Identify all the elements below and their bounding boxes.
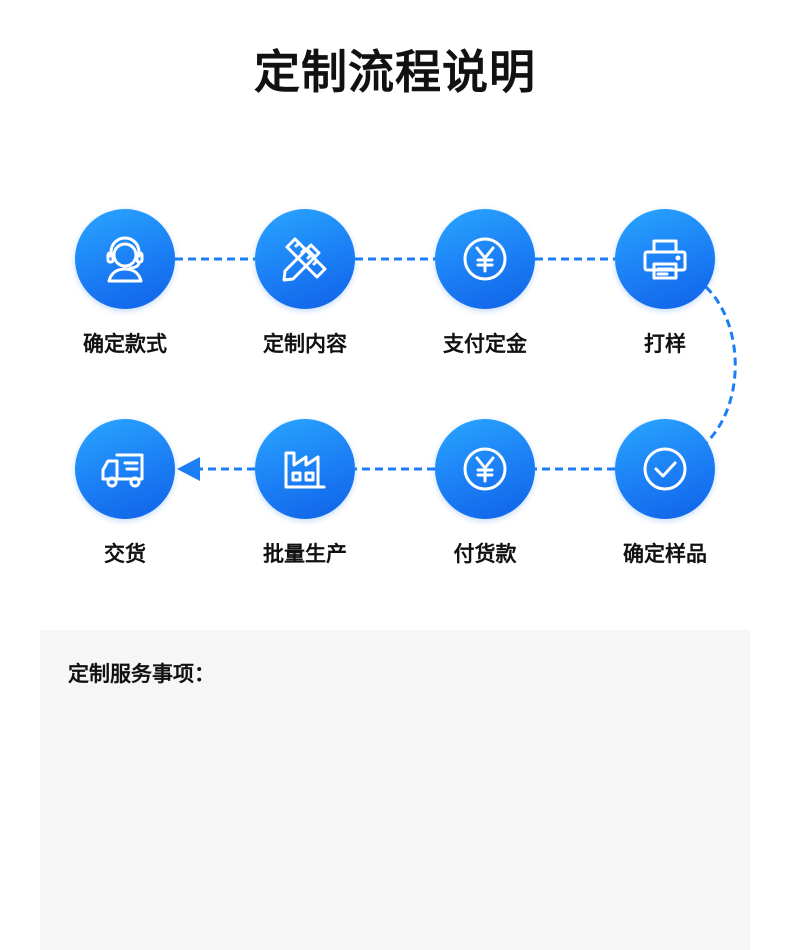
printer-icon (643, 239, 687, 280)
flow-connectors (175, 257, 737, 481)
step-circle (435, 419, 535, 519)
step-label: 交货 (104, 542, 146, 566)
step-label: 批量生产 (263, 542, 347, 566)
step-pay-deposit: 支付定金 (410, 209, 560, 389)
yen-coin-icon (463, 237, 507, 281)
checkmark-circle-icon (643, 447, 687, 491)
step-label: 打样 (644, 332, 686, 356)
step-circle (255, 209, 355, 309)
step-delivery: 交货 (50, 419, 200, 599)
step-custom-content: 定制内容 (230, 209, 380, 389)
connector-4-5 (704, 285, 737, 445)
step-circle (255, 419, 355, 519)
notes-title: 定制服务事项： (68, 662, 215, 686)
step-label: 支付定金 (443, 332, 527, 356)
step-circle (615, 209, 715, 309)
page-title: 定制流程说明 (254, 45, 536, 99)
step-confirm-style: 确定款式 (50, 209, 200, 389)
step-label: 确定样品 (623, 542, 707, 566)
step-pay-balance: 付货款 (410, 419, 560, 599)
step-confirm-sample: 确定样品 (590, 419, 740, 599)
step-sampling: 打样 (590, 209, 740, 389)
step-mass-production: 批量生产 (230, 419, 380, 599)
pencil-ruler-icon (282, 237, 327, 282)
arrow-head-icon (177, 457, 200, 481)
yen-coin-icon (463, 447, 507, 491)
step-circle (75, 419, 175, 519)
delivery-truck-icon (101, 453, 144, 488)
step-label: 定制内容 (263, 332, 347, 356)
factory-icon (284, 451, 326, 489)
service-notes-panel: 定制服务事项： (40, 630, 750, 950)
step-label: 确定款式 (83, 332, 167, 356)
step-label: 付货款 (453, 542, 517, 566)
step-circle (615, 419, 715, 519)
customer-service-headset-icon (106, 236, 144, 283)
step-circle (75, 209, 175, 309)
step-circle (435, 209, 535, 309)
